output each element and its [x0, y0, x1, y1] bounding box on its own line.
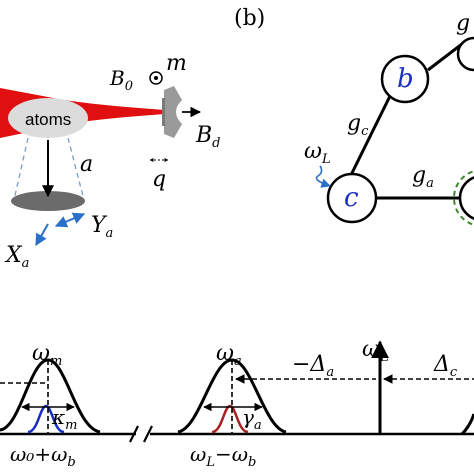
edge-gc-label: gc [347, 111, 369, 139]
peak-a-x-label: ωL−ωb [190, 442, 256, 470]
peak-c-partial [460, 413, 474, 436]
mirror [164, 86, 182, 138]
ya-axis-arrow [54, 212, 86, 228]
bd-label: Bd [195, 123, 221, 151]
xa-axis-arrow [35, 223, 49, 247]
peak-a-width-label: γa [242, 405, 262, 433]
node-partial-right [458, 176, 474, 220]
atoms-cloud [8, 98, 88, 138]
edge-bc [349, 95, 392, 176]
b0-dot-icon [149, 71, 163, 85]
camera-disk [11, 191, 85, 211]
q-label: q [152, 167, 166, 192]
node-c [326, 172, 378, 224]
edge-b-top [427, 42, 463, 72]
node-partial-top [456, 36, 474, 72]
drive-arrow [315, 165, 331, 188]
mirror-label: m [166, 51, 187, 76]
edge-ga-label: ga [412, 163, 434, 191]
detuning-a-label: −Δa [292, 352, 334, 380]
node-b [380, 54, 430, 104]
coupling-graph: b c gc ga g ωL [304, 11, 474, 226]
panel-label: (b) [234, 6, 265, 31]
xa-label: Xa [4, 243, 29, 271]
peak-m-label: ωm [32, 341, 62, 369]
b0-label: B0 [109, 66, 133, 94]
detuning-c-label: Δc [433, 352, 458, 380]
atoms-label: atoms [25, 110, 71, 129]
setup-illustration: atoms a Ya Xa m B0 Bd q [0, 51, 221, 271]
node-b-label: b [397, 64, 414, 94]
drive-label: ωL [304, 139, 331, 167]
peak-m-width-label: κm [51, 405, 77, 433]
peak-m-curve [0, 358, 101, 434]
ya-label: Ya [91, 213, 113, 241]
drive-line-label: ωL [362, 337, 389, 365]
peak-a-label: ωa [216, 341, 242, 369]
peak-m-x-label: ω₀+ωb [10, 442, 76, 470]
node-c-label: c [344, 183, 359, 213]
spectrum: ωm κm ω₀+ωb ωa γa ωL−ωb −Δa ωL Δc [0, 337, 474, 470]
edge-g-partial-label: g [456, 11, 470, 36]
a-label: a [80, 152, 93, 177]
